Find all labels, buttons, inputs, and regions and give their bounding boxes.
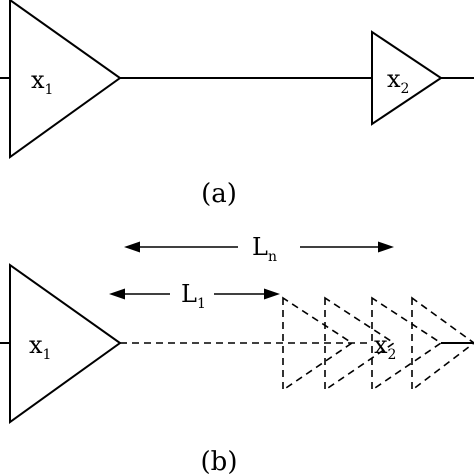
dimension-label-l1: L1 bbox=[181, 280, 206, 312]
panel-a: x1 x2 (a) bbox=[0, 0, 474, 209]
dimension-arrow-ln bbox=[124, 241, 394, 253]
panel-b-caption: (b) bbox=[201, 447, 238, 474]
panel-a-caption: (a) bbox=[201, 179, 237, 209]
panel-b-amp2-positions bbox=[282, 296, 474, 392]
panel-b-amp1-label: x1 bbox=[29, 331, 51, 363]
panel-b: Ln L1 x1 x2 (b) bbox=[0, 233, 474, 474]
panel-a-amplifier-1 bbox=[9, 0, 122, 159]
panel-b-amp2-label: x2 bbox=[374, 331, 396, 363]
dimension-label-ln: Ln bbox=[252, 233, 277, 265]
amp2-position-2 bbox=[324, 296, 396, 392]
dimension-arrow-l1 bbox=[109, 288, 280, 300]
panel-a-amplifier-2 bbox=[371, 30, 443, 126]
panel-a-amp1-label: x1 bbox=[31, 66, 53, 98]
amp2-position-1 bbox=[282, 296, 354, 392]
amp2-position-3 bbox=[371, 296, 443, 392]
panel-a-amp2-label: x2 bbox=[387, 65, 409, 97]
amp2-position-4 bbox=[411, 296, 474, 392]
panel-b-amplifier-1 bbox=[9, 263, 122, 424]
